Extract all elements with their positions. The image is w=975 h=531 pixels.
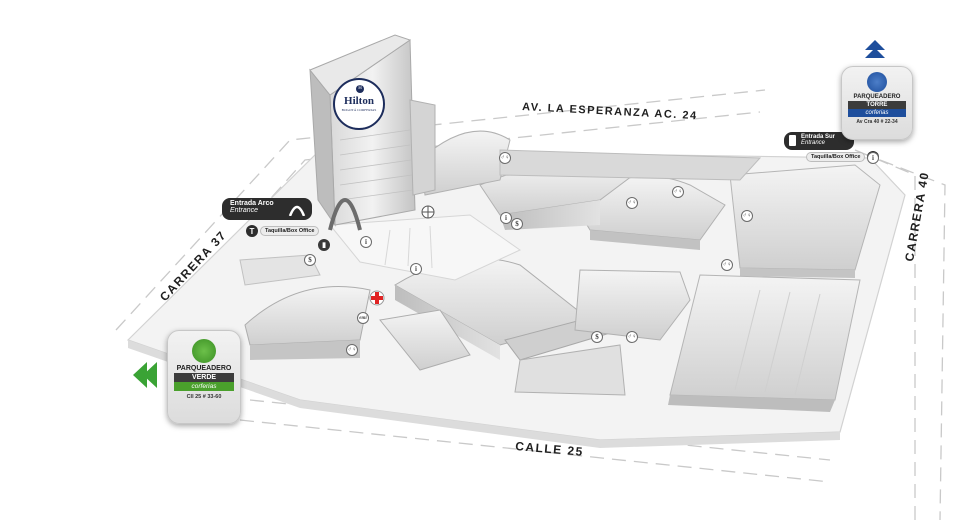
parking-verde-name: VERDE xyxy=(174,373,234,382)
parking-verde-badge[interactable]: PARQUEADERO VERDE corferias Cll 25 # 33-… xyxy=(167,330,241,424)
parking-torre-name: TORRE xyxy=(848,101,906,109)
parking-verde-title: PARQUEADERO xyxy=(176,365,232,372)
ticket-icon: T xyxy=(246,225,258,237)
money-icon[interactable]: $ xyxy=(304,254,316,266)
ticket-office-west-label: Taquilla/Box Office xyxy=(260,226,320,236)
east-pavilion xyxy=(668,164,881,412)
arrow-left-icon xyxy=(133,362,157,388)
parking-verde-brand: corferias xyxy=(174,382,234,391)
restroom-icon[interactable]: ♂♀ xyxy=(672,186,684,198)
restroom-icon[interactable]: ♂♀ xyxy=(346,344,358,356)
plaza xyxy=(329,214,521,281)
parking-torre-title: PARQUEADERO xyxy=(853,94,901,100)
entrance-sur-en: Entrance xyxy=(801,140,826,146)
restroom-icon[interactable]: ♂♀ xyxy=(626,197,638,209)
restroom-icon[interactable]: ♂♀ xyxy=(741,210,753,222)
parking-torre-badge[interactable]: PARQUEADERO TORRE corferias Av Cra 40 # … xyxy=(841,66,913,140)
arrow-up-icon xyxy=(865,40,885,58)
ticket-office-east-label: Taquilla/Box Office xyxy=(806,152,866,162)
entrance-arco-en: Entrance xyxy=(230,207,259,214)
restroom-icon[interactable]: ♂♀ xyxy=(626,331,638,343)
medical-emi-icon[interactable]: emi xyxy=(357,312,369,324)
hilton-logo: H Hilton BOGOTÁ CORFERIAS xyxy=(333,78,385,130)
hilton-h-icon: H xyxy=(356,85,364,93)
info-icon[interactable]: i xyxy=(410,263,422,275)
entrance-sur-label[interactable]: Entrada Sur Entrance xyxy=(784,132,854,150)
parking-verde-address: Cll 25 # 33-60 xyxy=(186,394,222,400)
money-icon[interactable]: $ xyxy=(591,331,603,343)
luggage-icon[interactable]: ▮ xyxy=(318,239,330,251)
door-icon xyxy=(789,135,796,146)
ticket-office-west[interactable]: T Taquilla/Box Office xyxy=(246,225,320,237)
southwest-halls xyxy=(239,254,471,371)
hilton-subtitle: BOGOTÁ CORFERIAS xyxy=(341,108,377,112)
crosshair-icon xyxy=(421,205,435,219)
info-icon[interactable]: i xyxy=(867,152,879,164)
parking-torre-brand: corferias xyxy=(848,109,906,117)
street-south-label: CALLE 25 xyxy=(515,439,585,459)
info-icon[interactable]: i xyxy=(360,236,372,248)
hilton-name: Hilton xyxy=(344,95,374,107)
medical-cross-icon xyxy=(369,290,385,306)
parking-verde-logo-icon xyxy=(192,339,216,363)
central-hall xyxy=(394,257,691,396)
money-icon[interactable]: $ xyxy=(511,218,523,230)
arch-icon xyxy=(288,205,306,216)
entrance-arch xyxy=(328,198,362,231)
entrance-arco-name: Entrada Arco xyxy=(230,200,274,207)
restroom-icon[interactable]: ♂♀ xyxy=(499,152,511,164)
entrance-arco-label[interactable]: Entrada Arco Entrance xyxy=(222,198,312,220)
entrance-sur-name: Entrada Sur xyxy=(801,134,836,140)
parking-torre-logo-icon xyxy=(867,72,887,92)
parking-torre-address: Av Cra 40 # 22-34 xyxy=(856,119,898,125)
street-north-label: AV. LA ESPERANZA AC. 24 xyxy=(522,101,698,122)
info-icon[interactable]: i xyxy=(500,212,512,224)
northeast-halls xyxy=(419,130,762,250)
street-east-label: CARRERA 40 xyxy=(902,170,932,262)
restroom-icon[interactable]: ♂♀ xyxy=(721,259,733,271)
